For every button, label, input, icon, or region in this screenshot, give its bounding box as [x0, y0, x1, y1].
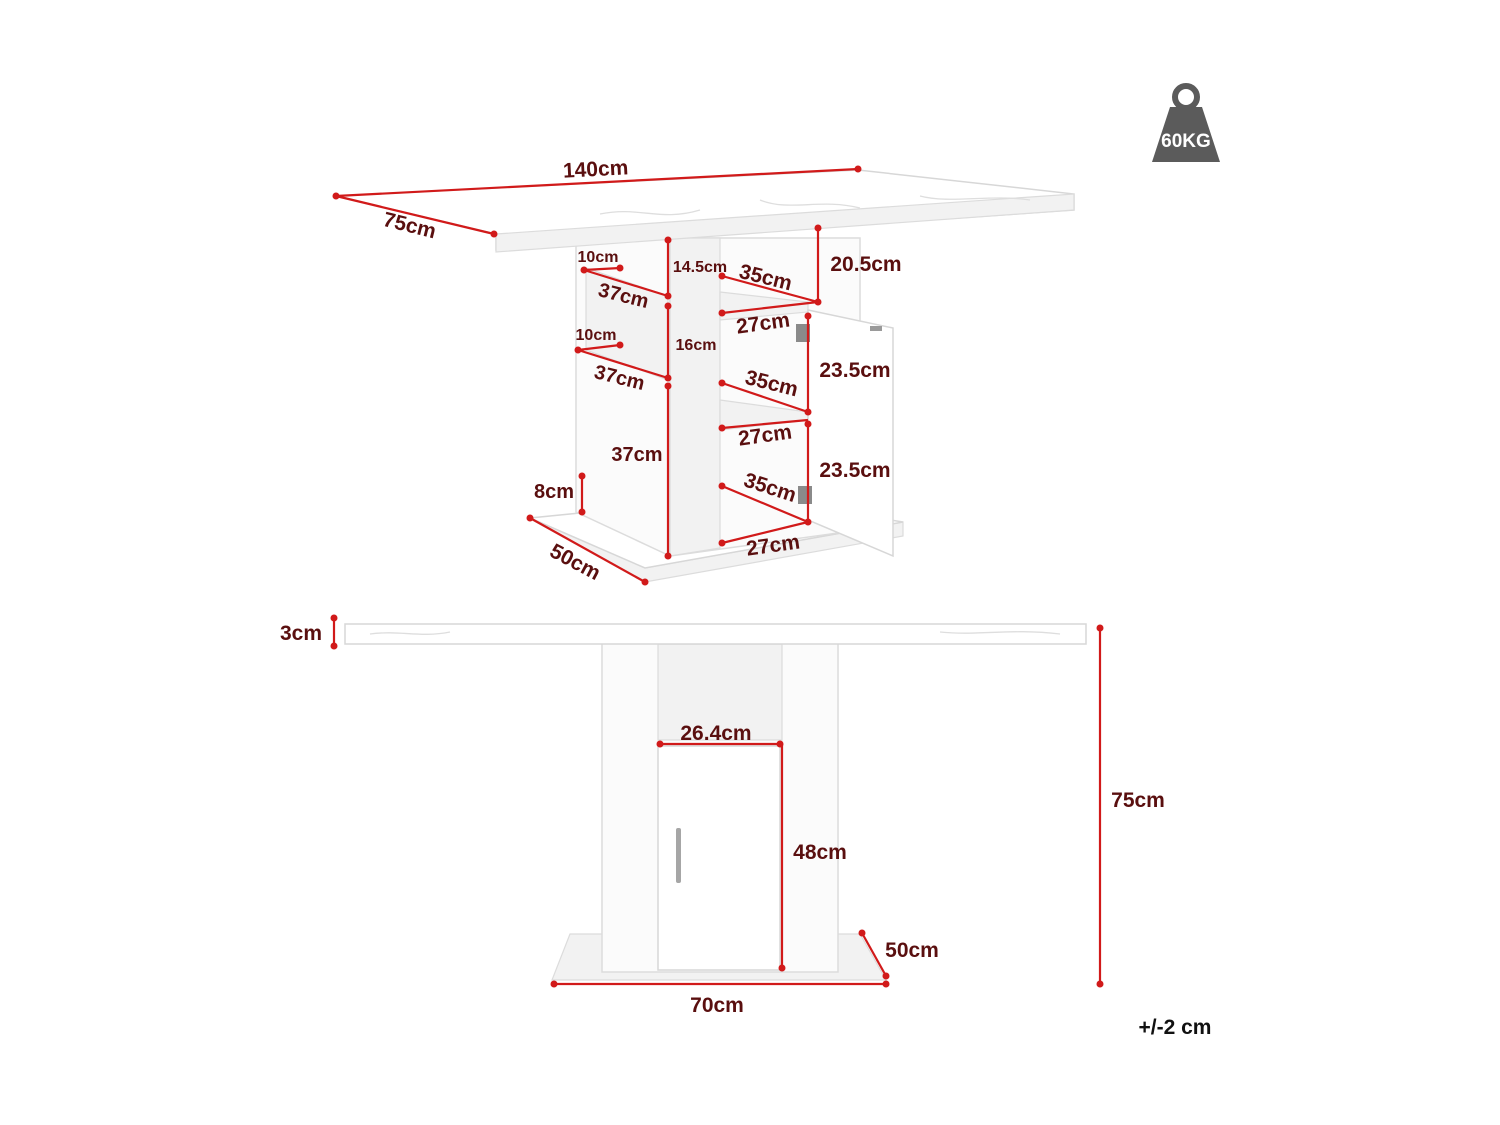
- dim-shelf-top-height: 20.5cm: [830, 253, 901, 276]
- dim-slot-mid-depth: 10cm: [576, 327, 617, 344]
- front-door-handle: [676, 828, 681, 883]
- dim-top-thickness: 3cm: [280, 622, 322, 645]
- perspective-dimension-lines: [332, 165, 862, 586]
- hinge-bottom: [798, 486, 812, 504]
- front-dimension-lines: [330, 614, 1104, 988]
- tolerance-note: +/-2 cm: [1139, 1016, 1212, 1039]
- front-view: 3cm 26.4cm 48cm 75cm 50cm 70cm: [280, 614, 1165, 1017]
- dim-slot-top-depth: 10cm: [578, 249, 619, 266]
- cabinet-door-open: [807, 309, 894, 558]
- dim-plinth-height: 8cm: [534, 481, 574, 503]
- dim-opening-width: 26.4cm: [680, 722, 751, 745]
- pedestal-divider: [669, 237, 721, 557]
- hinge-top: [796, 324, 810, 342]
- dim-total-height: 75cm: [1111, 789, 1165, 812]
- dim-door-height: 48cm: [793, 841, 847, 864]
- capacity-label: 60KG: [1161, 131, 1211, 152]
- weight-icon: 60KG: [1152, 83, 1220, 162]
- front-table-top: [344, 623, 1087, 645]
- dim-side-lower-height: 37cm: [611, 444, 662, 466]
- dim-top-length: 140cm: [562, 156, 629, 182]
- perspective-view: 140cm 75cm 10cm 37cm 14.5cm 10cm 37cm 16…: [332, 156, 1075, 586]
- front-open-niche: [657, 643, 783, 741]
- table-top-edge: [495, 193, 1075, 253]
- front-marble-veins: [369, 631, 1061, 635]
- dim-slot-mid-height: 16cm: [676, 337, 717, 354]
- door-handle: [870, 326, 882, 331]
- dim-base-depth-front: 50cm: [885, 939, 939, 962]
- dim-base-width: 70cm: [690, 994, 744, 1017]
- marble-veins: [599, 195, 1031, 216]
- dim-slot-top-height: 14.5cm: [673, 259, 727, 276]
- dim-shelf-mid-height: 23.5cm: [819, 359, 890, 382]
- dim-shelf-low-height: 23.5cm: [819, 459, 890, 482]
